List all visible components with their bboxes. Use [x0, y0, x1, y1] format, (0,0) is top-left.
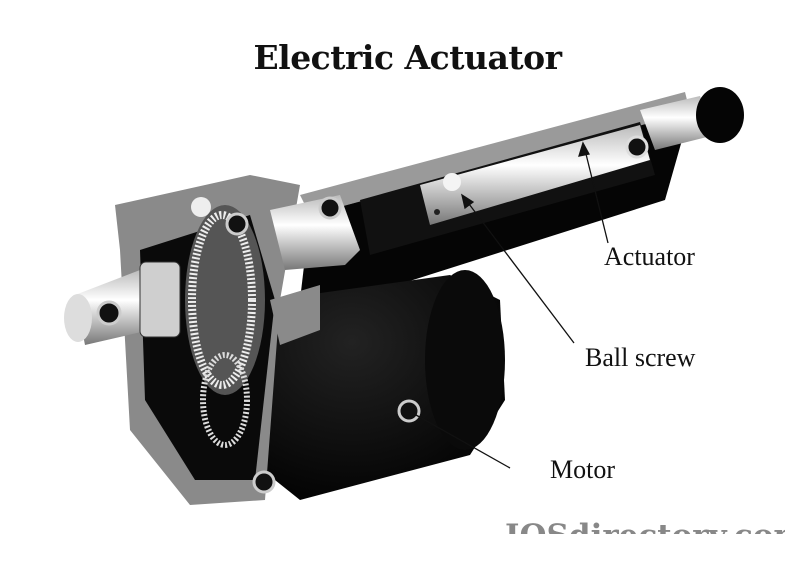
label-ball-screw: Ball screw: [585, 343, 696, 372]
label-actuator: Actuator: [604, 242, 695, 271]
ball-screw-leader-line: [465, 199, 575, 344]
actuator-arrowhead: [578, 141, 590, 157]
actuator-leader-line: [584, 149, 609, 244]
motor-leader-line: [415, 414, 511, 469]
watermark-clip: IOSdirectory.com: [505, 518, 785, 534]
watermark: IOSdirectory.com: [505, 518, 785, 534]
diagram-title: Electric Actuator: [253, 38, 562, 77]
ball-screw-arrowhead: [461, 193, 475, 210]
label-motor: Motor: [550, 455, 615, 484]
gearbox-housing: [115, 175, 360, 505]
input-shaft: [64, 261, 181, 345]
